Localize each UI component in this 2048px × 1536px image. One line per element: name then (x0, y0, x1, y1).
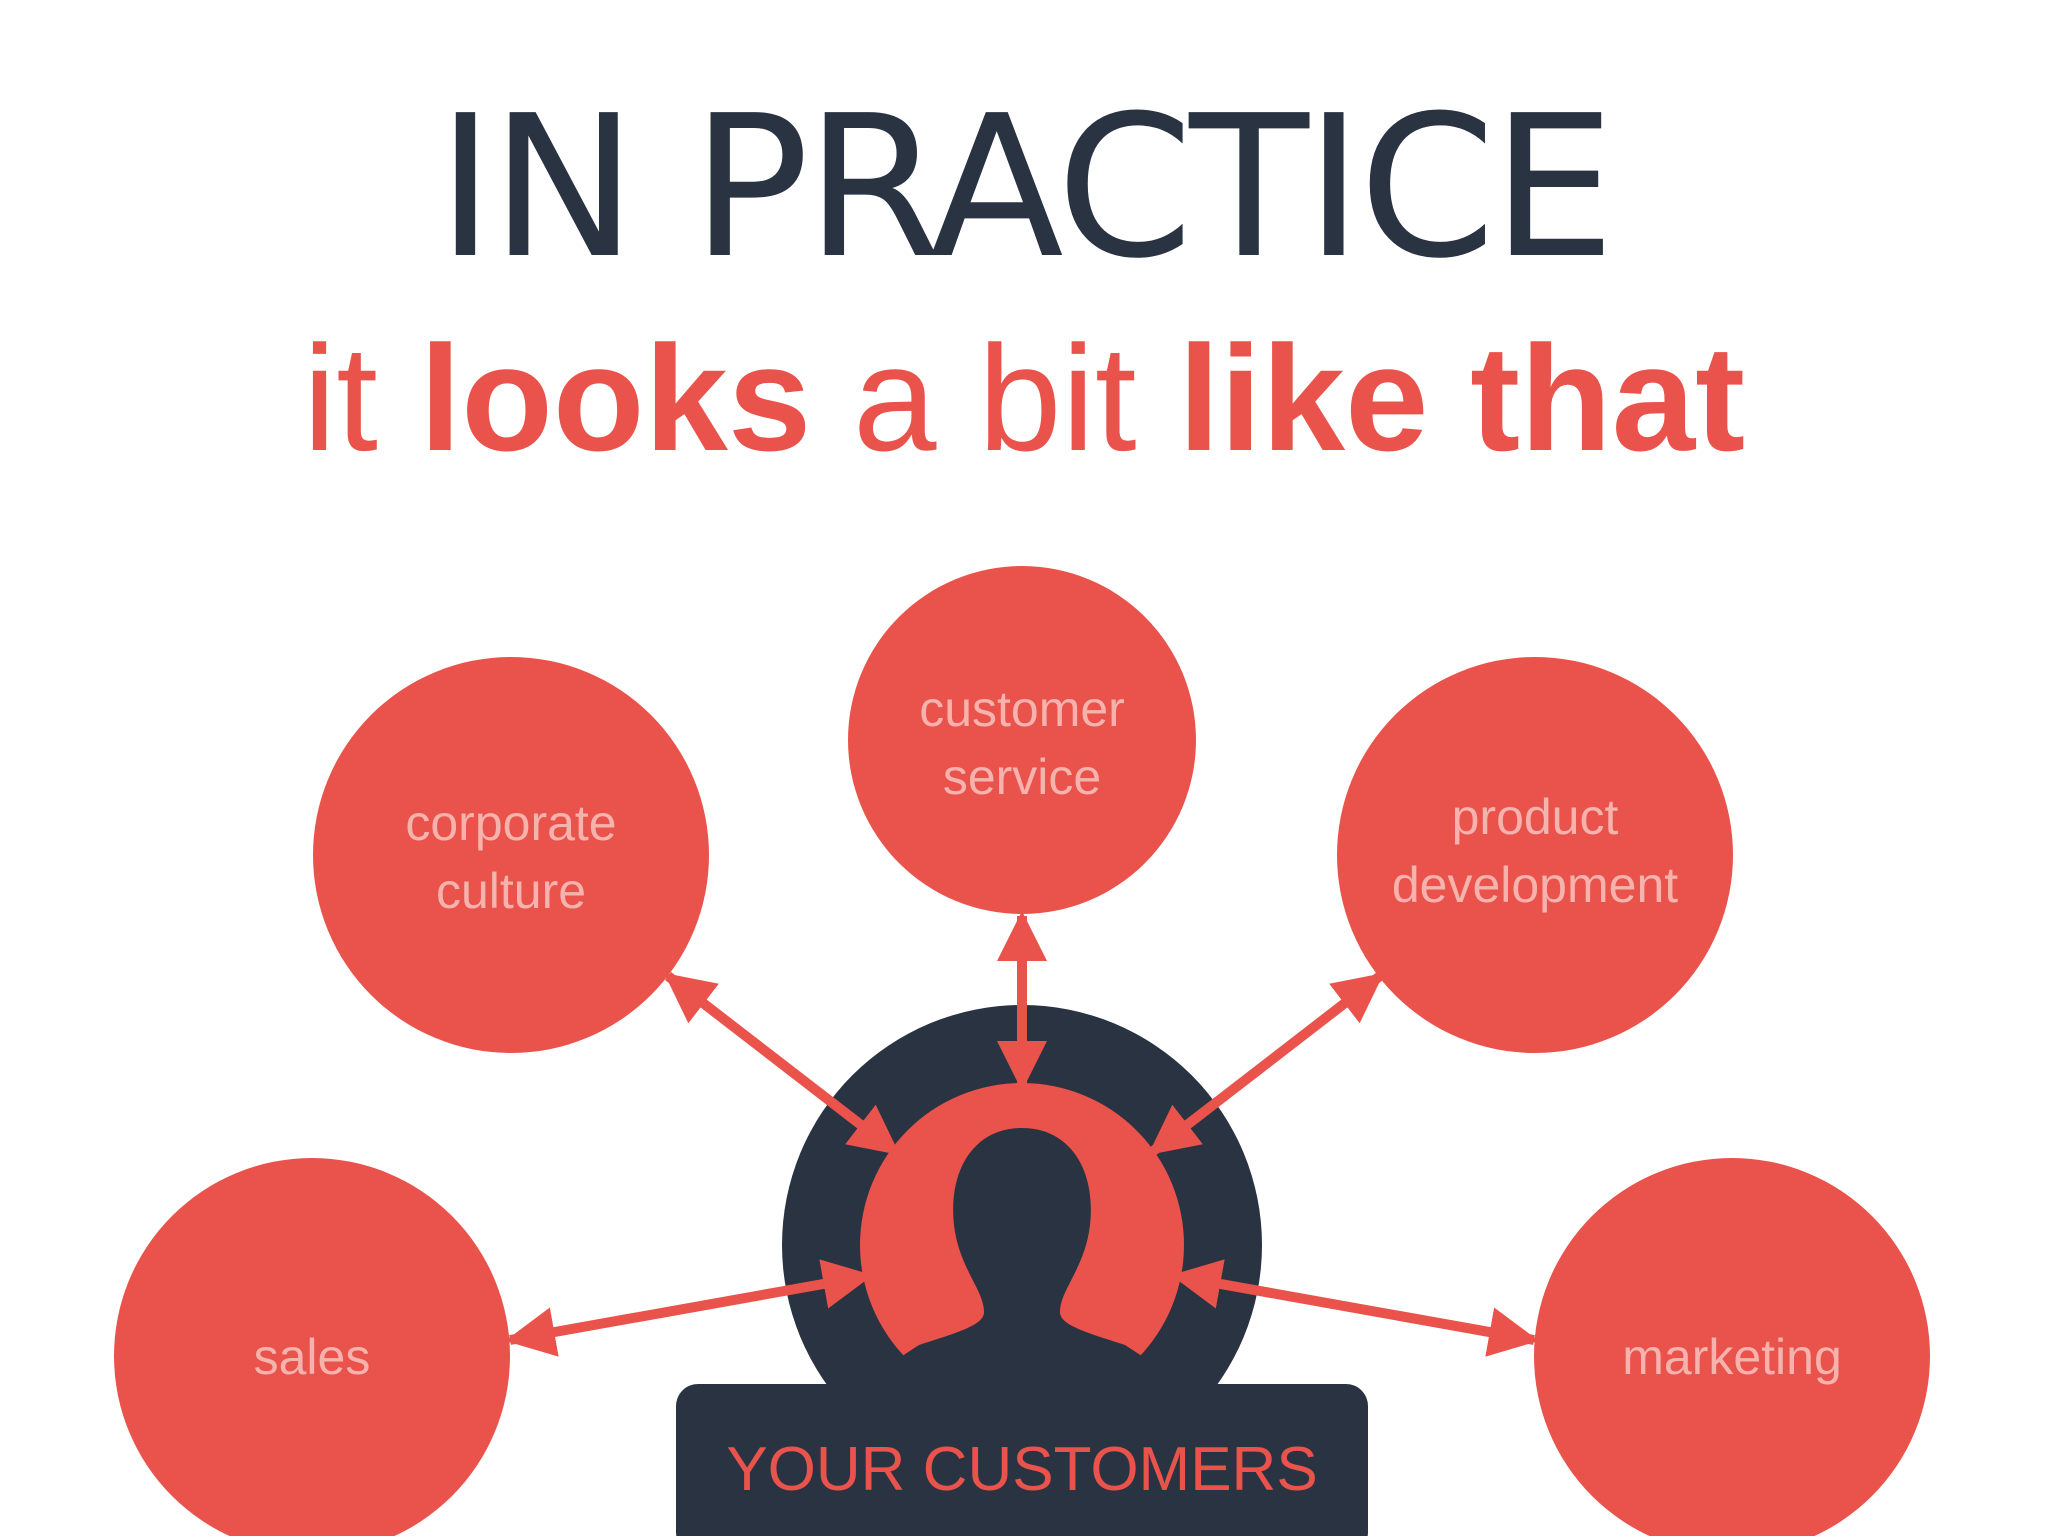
node-sales: sales (114, 1158, 510, 1536)
subtitle-part-2: looks (419, 314, 812, 482)
node-marketing: marketing (1534, 1158, 1930, 1536)
node-label-line-1: sales (254, 1329, 371, 1385)
arrow-corporate-culture (664, 972, 900, 1156)
hub-label-box (676, 1384, 1368, 1536)
customers-hub: YOUR CUSTOMERS (676, 1005, 1368, 1536)
node-label-line-2: development (1392, 857, 1678, 913)
node-label-line-2: service (943, 749, 1101, 805)
arrow-sales (505, 1259, 873, 1357)
hub-label: YOUR CUSTOMERS (726, 1435, 1317, 1504)
subtitle-part-3: a bit (853, 314, 1137, 482)
node-circle (114, 1158, 510, 1536)
page-title: IN PRACTICE (436, 74, 1616, 302)
node-corporate-culture: corporate culture (313, 657, 709, 1053)
node-circle (848, 566, 1196, 914)
node-label-line-1: customer (919, 681, 1125, 737)
person-silhouette-icon (896, 1128, 1148, 1420)
node-customer-service: customer service (848, 566, 1196, 914)
node-label-line-2: culture (436, 863, 586, 919)
node-label-line-1: marketing (1622, 1329, 1842, 1385)
node-circle (1534, 1158, 1930, 1536)
subtitle-part-4: like that (1178, 314, 1746, 482)
arrow-marketing (1171, 1259, 1539, 1357)
page-subtitle: it looks a bit like that (0, 318, 2048, 478)
node-circle (1337, 657, 1733, 1053)
node-label-line-1: product (1452, 789, 1619, 845)
subtitle-part-1: it (302, 314, 378, 482)
node-circle (313, 657, 709, 1053)
node-label-line-1: corporate (405, 795, 616, 851)
node-product-development: product development (1337, 657, 1733, 1053)
connectors (505, 911, 1539, 1357)
arrow-product-development (1148, 972, 1384, 1156)
